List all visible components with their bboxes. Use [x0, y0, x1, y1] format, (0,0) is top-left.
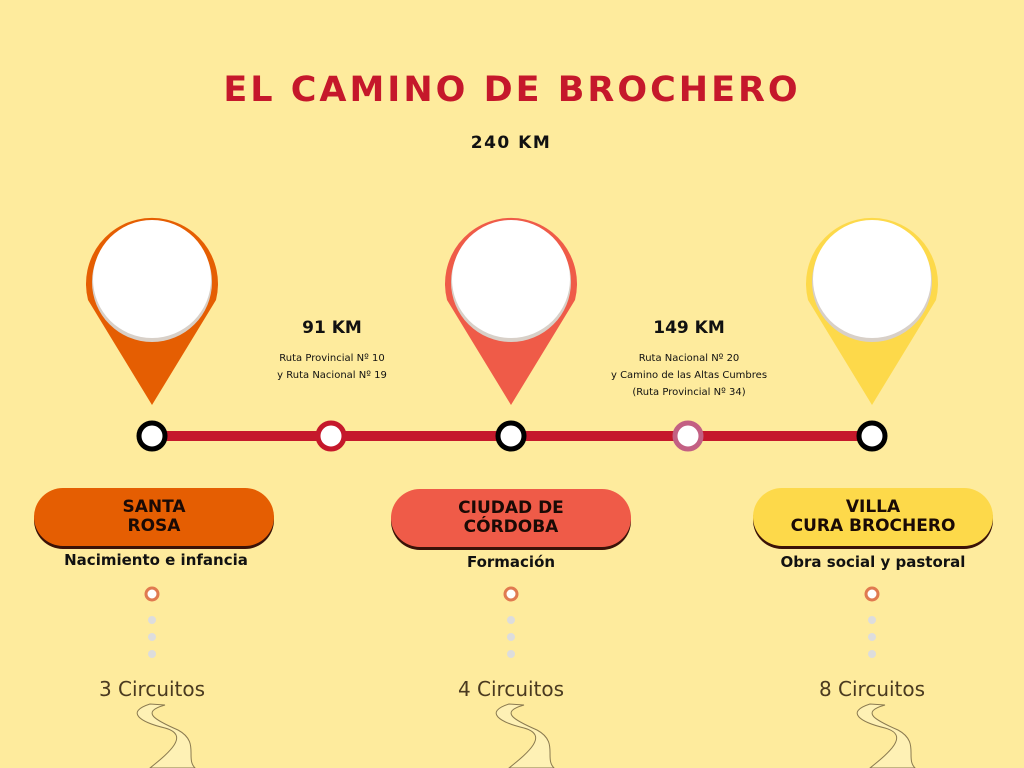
circuits-count: 4 Circuitos [457, 677, 565, 701]
stop-name: CURA BROCHERO [790, 516, 956, 536]
stop-name: SANTA [122, 497, 186, 517]
segment-distance: 149 KM [653, 318, 725, 338]
map-pin-icon [806, 217, 939, 405]
segment-distance: 91 KM [302, 318, 362, 338]
map-pin-icon [86, 217, 218, 405]
stop-node [856, 420, 888, 452]
stop-subtitle: Nacimiento e infancia [64, 551, 248, 569]
segment-2: 149 KM Ruta Nacional Nº 20 y Camino de l… [569, 318, 809, 401]
stop-name: ROSA [127, 516, 181, 536]
total-distance: 240 KM [470, 133, 552, 153]
stop-node [495, 420, 527, 452]
circuits-count: 8 Circuitos [818, 677, 926, 701]
segment-route: (Ruta Provincial Nº 34) [632, 387, 746, 398]
stop-node [136, 420, 168, 452]
segment-route: y Ruta Nacional Nº 19 [277, 370, 387, 381]
map-pin-icon [444, 217, 578, 405]
dotted-connector [144, 586, 880, 658]
segment-1: 91 KM Ruta Provincial Nº 10 y Ruta Nacio… [212, 318, 452, 384]
waypoint-node [315, 420, 347, 452]
road-icon [136, 703, 916, 768]
stop-subtitle: Formación [466, 553, 556, 571]
segment-route: Ruta Nacional Nº 20 [638, 353, 740, 364]
circuits-count: 3 Circuitos [98, 677, 206, 701]
segment-route: Ruta Provincial Nº 10 [279, 353, 385, 364]
stop-subtitle: Obra social y pastoral [780, 553, 966, 571]
stop-name: CIUDAD DE [458, 498, 564, 518]
stop-name: CÓRDOBA [463, 517, 559, 537]
stop-name: VILLA [845, 497, 901, 517]
waypoint-node [672, 420, 704, 452]
segment-route: y Camino de las Altas Cumbres [610, 370, 768, 381]
page-title: EL CAMINO DE BROCHERO [223, 70, 801, 110]
